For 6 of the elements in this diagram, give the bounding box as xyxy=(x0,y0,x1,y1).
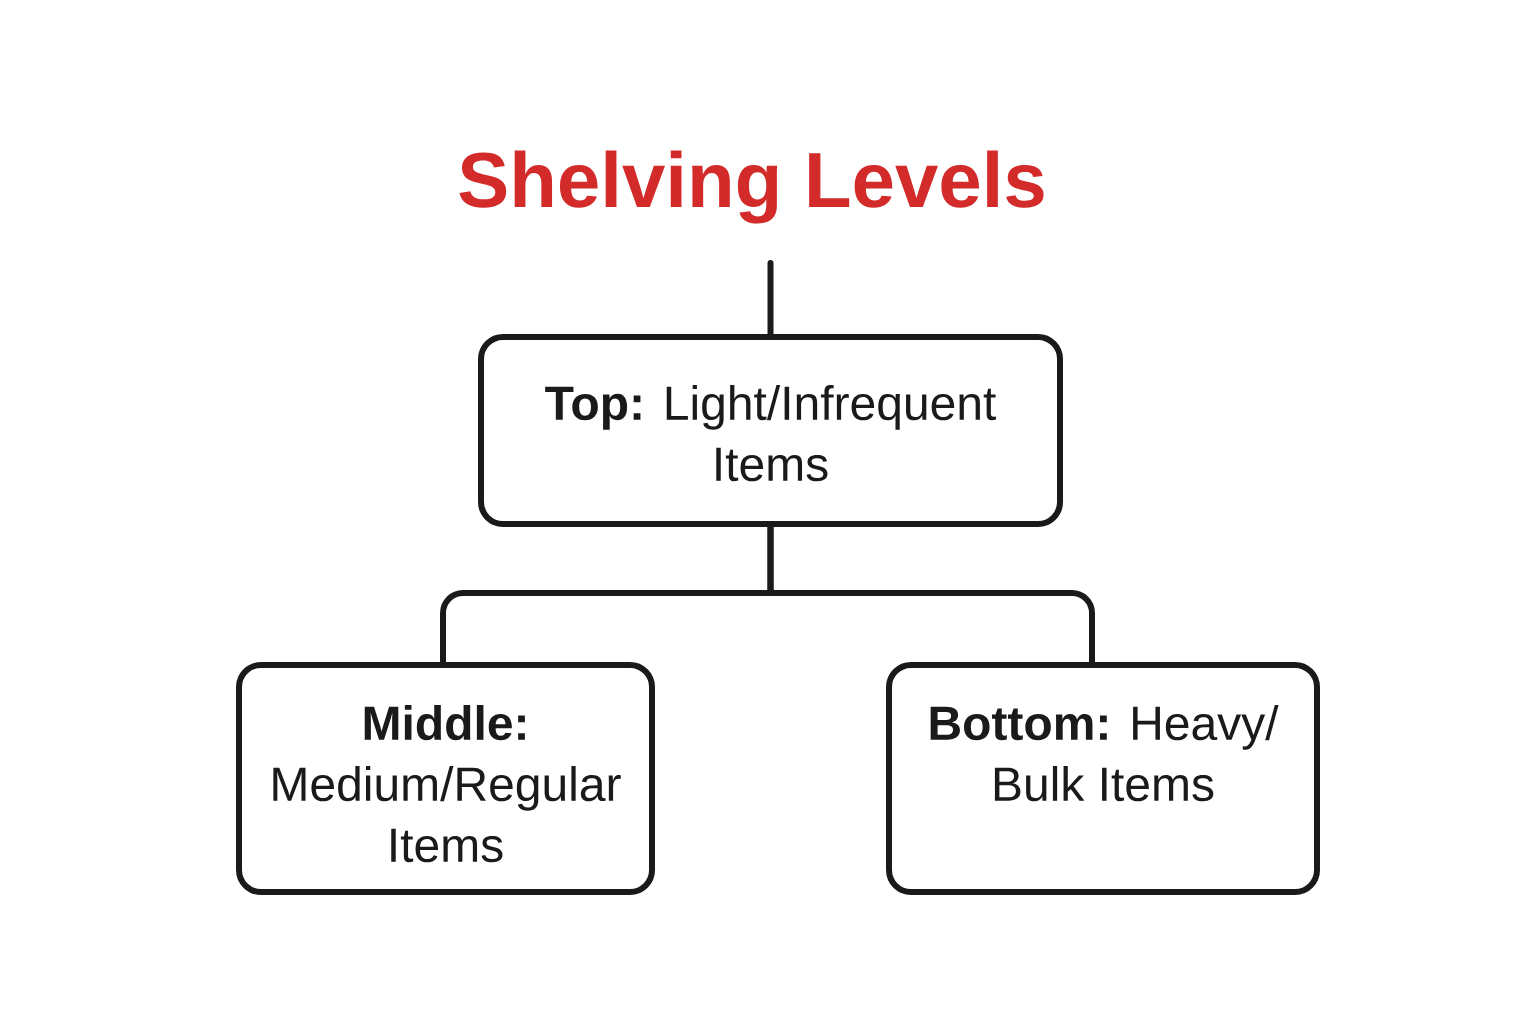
level-box: Top: Light/Infrequent Items xyxy=(478,334,1063,527)
level-box: Middle: Medium/Regular Items xyxy=(236,662,655,895)
level-box: Bottom: Heavy/ Bulk Items xyxy=(886,662,1320,895)
connector-line xyxy=(767,260,774,337)
connector-line xyxy=(767,524,1095,665)
title: Shelving Levels xyxy=(459,150,1044,224)
